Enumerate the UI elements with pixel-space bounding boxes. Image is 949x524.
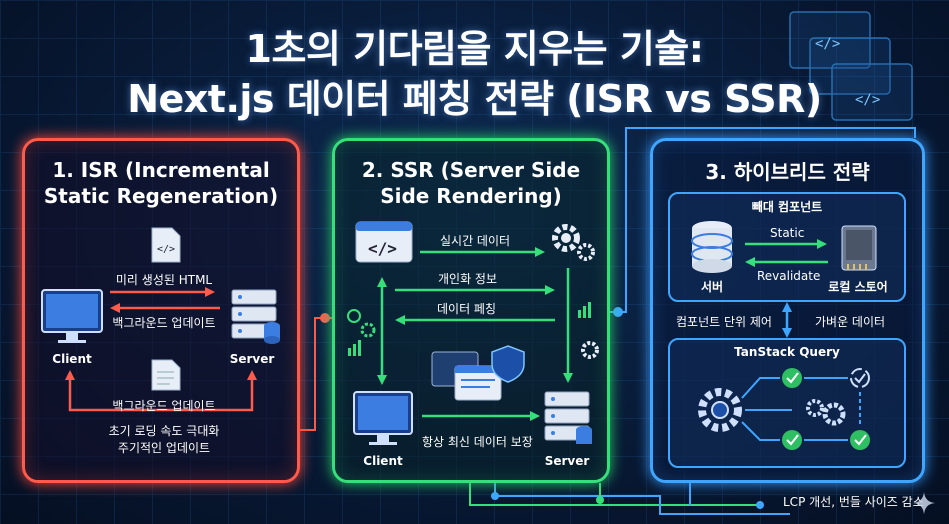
server-icon — [231, 289, 280, 344]
refresh-icon — [347, 309, 361, 323]
check-icon — [782, 368, 802, 388]
ssr-server-icon — [544, 391, 592, 444]
svg-text:</>: </> — [368, 239, 397, 258]
isr-server-label: Server — [229, 352, 275, 366]
hybrid-lightweight-label: 가벼운 데이터 — [815, 315, 886, 329]
ssr-realtime-data-label: 실시간 데이터 — [440, 234, 511, 248]
ssr-data-fetch-label: 데이터 페칭 — [437, 302, 497, 316]
hybrid-per-component-label: 컴포넌트 단위 제어 — [676, 315, 772, 329]
isr-client-label: Client — [52, 352, 92, 366]
isr-title-line2: Static Regeneration) — [43, 184, 279, 208]
footer-note: LCP 개선, 번들 사이즈 감소 — [783, 495, 924, 509]
client-monitor-icon — [41, 289, 103, 343]
isr-title-line1: 1. ISR (Incremental — [52, 158, 270, 182]
ssr-personal-info-label: 개인화 정보 — [438, 272, 498, 286]
isr-note-line2: 주기적인 업데이트 — [117, 441, 211, 455]
document-icon — [151, 359, 181, 391]
ssr-title-line1: 2. SSR (Server Side — [361, 158, 581, 182]
isr-bg-update-top-label: 백그라운드 업데이트 — [112, 316, 216, 330]
tanstack-title: TanStack Query — [734, 345, 840, 359]
hybrid-server-label: 서버 — [700, 280, 724, 294]
isr-bg-update-bottom-label: 백그라운드 업데이트 — [112, 399, 216, 413]
hybrid-static-label: Static — [770, 226, 805, 240]
svg-text:</>: </> — [157, 244, 175, 255]
ssr-always-latest-label: 항상 최신 데이터 보장 — [422, 435, 533, 449]
code-window-icon: </> — [355, 221, 413, 263]
tanstack-gear-icon — [698, 388, 742, 432]
page-title-line1: 1초의 기다림을 지우는 기술: — [245, 27, 704, 71]
isr-prerendered-html-label: 미리 생성된 HTML — [115, 273, 213, 287]
html-file-icon: </> — [151, 227, 181, 263]
hybrid-title: 3. 하이브리드 전략 — [705, 160, 870, 184]
sparkle-icon — [913, 492, 935, 514]
page-title-line2: Next.js 데이터 페칭 전략 (ISR vs SSR) — [127, 77, 822, 121]
gear-right-icon — [581, 341, 599, 359]
code-window-stack-icon: </> </> — [789, 11, 913, 121]
ssr-server-label: Server — [544, 454, 590, 468]
svg-text:</>: </> — [855, 92, 880, 108]
bar-chart-right-icon — [578, 302, 591, 318]
gear-icon — [552, 224, 595, 261]
hybrid-local-store-label: 로컬 스토어 — [828, 280, 888, 294]
database-icon — [691, 221, 733, 273]
gear-pair-icon — [806, 399, 846, 426]
ssr-client-label: Client — [363, 454, 403, 468]
isr-note-line1: 초기 로딩 속도 극대화 — [108, 424, 220, 438]
bar-chart-icon — [348, 340, 361, 356]
hybrid-revalidate-label: Revalidate — [757, 269, 821, 283]
check-icon-3 — [850, 430, 870, 450]
svg-text:</>: </> — [815, 36, 840, 52]
gear-small-icon — [360, 322, 376, 338]
component-box-title: 빼대 컴포넌트 — [751, 200, 823, 214]
check-icon-2 — [782, 430, 802, 450]
data-window-icon — [431, 351, 502, 401]
refresh-check-icon — [850, 368, 870, 388]
memory-chip-icon — [841, 225, 877, 271]
ssr-title-line2: Side Rendering) — [380, 184, 562, 208]
shield-icon — [491, 345, 525, 383]
ssr-client-monitor-icon — [353, 391, 413, 445]
